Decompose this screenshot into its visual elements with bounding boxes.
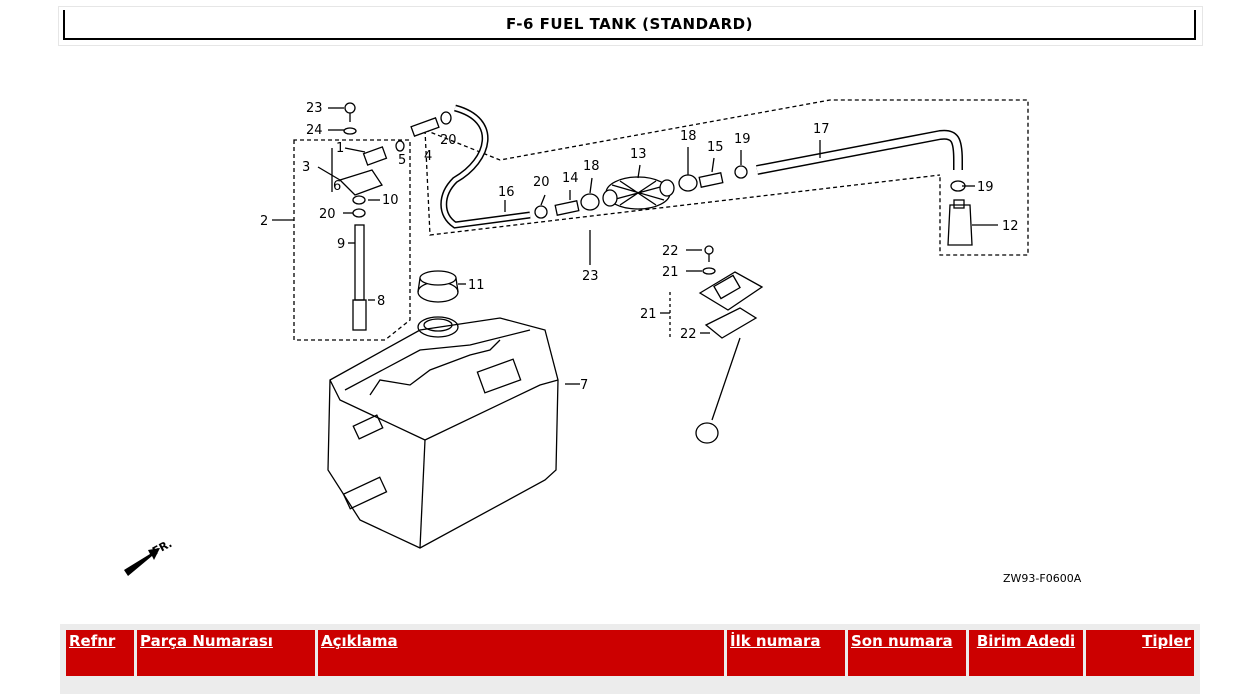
drawing-code: ZW93-F0600A <box>1003 572 1082 585</box>
parts-diagram: 23 24 1 3 6 5 4 20 10 2 20 9 8 11 7 16 2… <box>124 99 1082 585</box>
callout-23: 23 <box>306 101 323 116</box>
callout-18b: 18 <box>680 129 697 144</box>
callout-27: 23 <box>582 269 599 284</box>
callout-4: 4 <box>424 149 432 164</box>
callout-2: 2 <box>260 214 268 229</box>
col-unit-qty[interactable]: Birim Adedi <box>969 630 1083 676</box>
callout-18a: 18 <box>583 159 600 174</box>
col-description[interactable]: Açıklama <box>318 630 724 676</box>
callout-9: 9 <box>337 237 345 252</box>
callout-19a: 19 <box>734 132 751 147</box>
callout-20a: 20 <box>440 133 457 148</box>
callout-20c: 20 <box>533 175 550 190</box>
callout-10: 10 <box>382 193 399 208</box>
callout-19b: 19 <box>977 180 994 195</box>
front-label: FR. <box>150 537 174 558</box>
sort-refnr-link[interactable]: Refnr <box>69 632 116 650</box>
sort-last-number-link[interactable]: Son numara <box>851 632 953 650</box>
callout-8: 8 <box>377 294 385 309</box>
sort-unit-qty-link[interactable]: Birim Adedi <box>976 632 1076 650</box>
sort-part-number-link[interactable]: Parça Numarası <box>140 632 273 650</box>
callout-22: 22 <box>680 327 697 342</box>
callout-5: 5 <box>398 153 406 168</box>
callout-6: 6 <box>333 179 341 194</box>
callout-17: 17 <box>813 122 830 137</box>
table-header-row: Refnr Parça Numarası Açıklama İlk numara… <box>66 630 1194 676</box>
col-part-number[interactable]: Parça Numarası <box>137 630 315 676</box>
col-last-number[interactable]: Son numara <box>848 630 966 676</box>
page-title: F-6 FUEL TANK (STANDARD) <box>63 10 1196 40</box>
callout-24: 24 <box>306 123 323 138</box>
callout-26: 22 <box>662 244 679 259</box>
callout-11: 11 <box>468 278 485 293</box>
callout-12: 12 <box>1002 219 1019 234</box>
callout-20b: 20 <box>319 207 336 222</box>
parts-table: Refnr Parça Numarası Açıklama İlk numara… <box>63 627 1197 679</box>
callout-21: 21 <box>640 307 657 322</box>
sort-types-link[interactable]: Tipler <box>1142 632 1191 650</box>
callout-3: 3 <box>302 160 310 175</box>
col-types[interactable]: Tipler <box>1086 630 1194 676</box>
sort-description-link[interactable]: Açıklama <box>321 632 398 650</box>
callout-14: 14 <box>562 171 579 186</box>
callout-7: 7 <box>580 378 588 393</box>
callout-13: 13 <box>630 147 647 162</box>
front-arrow-icon <box>124 548 160 576</box>
callout-1: 1 <box>336 141 344 156</box>
callout-16: 16 <box>498 185 515 200</box>
col-first-number[interactable]: İlk numara <box>727 630 845 676</box>
sort-first-number-link[interactable]: İlk numara <box>730 632 821 650</box>
callout-15: 15 <box>707 140 724 155</box>
title-frame <box>58 6 1203 46</box>
callout-25: 21 <box>662 265 679 280</box>
parts-table-container: Refnr Parça Numarası Açıklama İlk numara… <box>60 624 1200 694</box>
col-refnr[interactable]: Refnr <box>66 630 134 676</box>
